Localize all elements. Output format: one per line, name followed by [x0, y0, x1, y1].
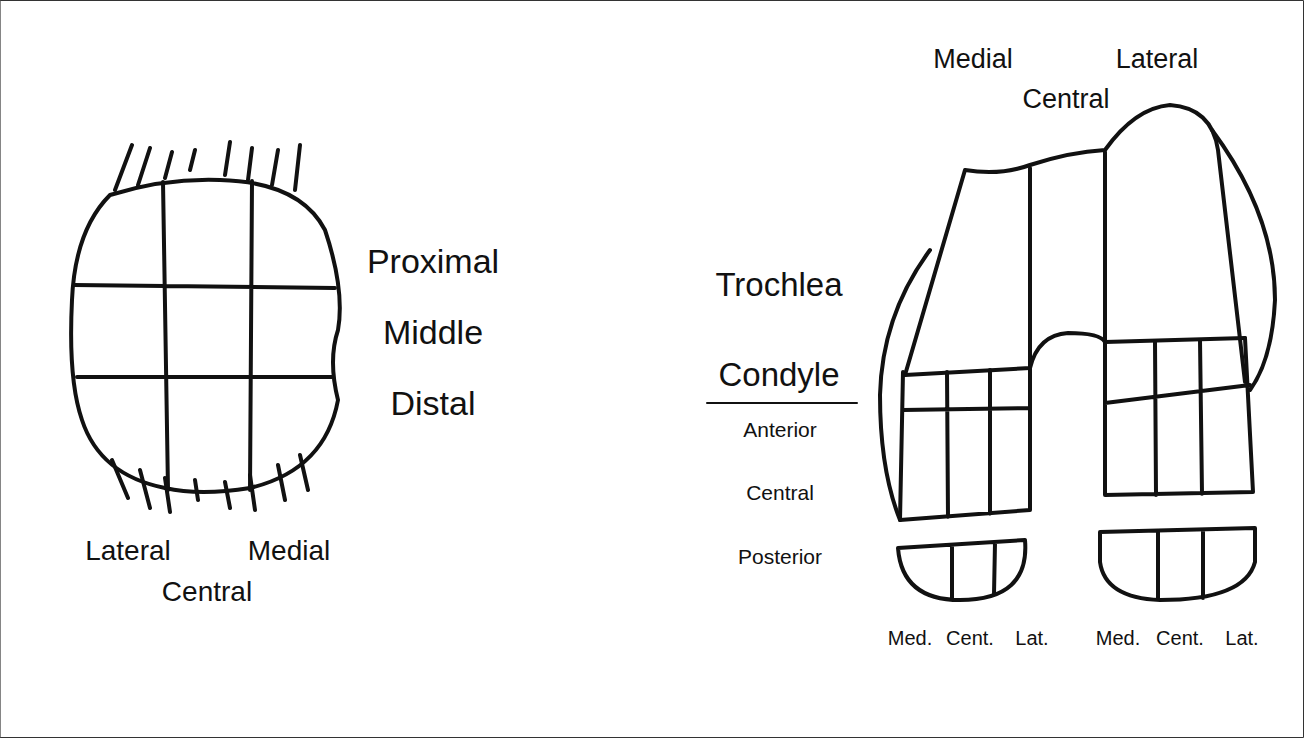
region-label: Posterior [738, 545, 822, 568]
region-label: Med. [1096, 627, 1140, 649]
region-label: Lateral [85, 536, 171, 567]
region-label: Central [1022, 85, 1109, 115]
region-label: Cent. [946, 627, 994, 649]
region-label: Proximal [367, 243, 499, 280]
region-label: Condyle [718, 357, 839, 393]
region-label: Middle [383, 314, 483, 351]
region-label: Central [746, 481, 814, 504]
region-label: Anterior [743, 418, 817, 441]
region-label: Lat. [1015, 627, 1048, 649]
region-label: Lat. [1225, 627, 1258, 649]
region-label: Cent. [1156, 627, 1204, 649]
region-label: Central [162, 577, 252, 608]
region-label: Medial [248, 536, 330, 567]
region-label: Lateral [1116, 45, 1199, 75]
region-label: Med. [888, 627, 932, 649]
region-label: Medial [933, 45, 1013, 75]
region-label: Trochlea [715, 267, 842, 303]
region-label: Distal [390, 385, 475, 422]
